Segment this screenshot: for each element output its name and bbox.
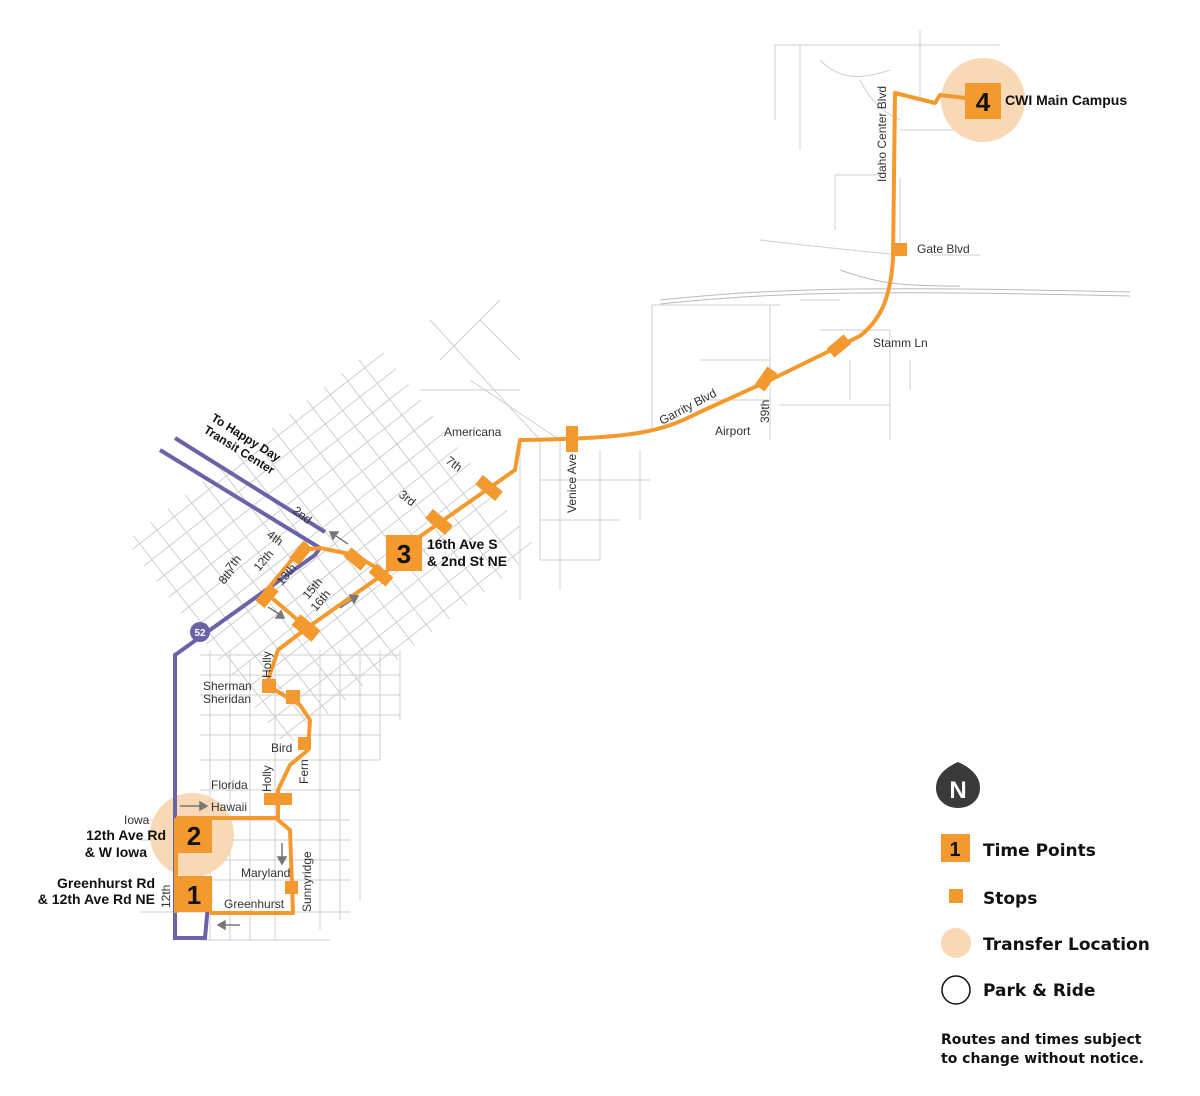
street-iowa: Iowa bbox=[124, 813, 150, 827]
route-52-badge: 52 bbox=[190, 622, 210, 642]
legend-stop-swatch bbox=[949, 889, 963, 903]
street-greenhurst: Greenhurst bbox=[224, 897, 285, 911]
connector-label: To Happy Day Transit Center bbox=[201, 411, 283, 478]
street-labels: Idaho Center Blvd Gate Blvd Stamm Ln Gar… bbox=[124, 86, 970, 912]
time-point-1-number: 1 bbox=[187, 880, 201, 910]
street-venice: Venice Ave bbox=[565, 454, 579, 513]
street-hawaii: Hawaii bbox=[211, 800, 247, 814]
legend-transfer-swatch bbox=[941, 928, 971, 958]
stop-16th bbox=[368, 563, 394, 587]
street-sheridan: Sheridan bbox=[203, 692, 251, 706]
legend-time-point-sample: 1 bbox=[949, 839, 960, 861]
street-sherman: Sherman bbox=[203, 679, 252, 693]
stop-2nd bbox=[343, 547, 369, 571]
direction-arrows bbox=[180, 531, 360, 931]
stop-gate-blvd bbox=[893, 243, 907, 256]
stop-sherman bbox=[262, 679, 276, 693]
legend-stops-label: Stops bbox=[983, 889, 1037, 909]
time-point-2-label-line-1: 12th Ave Rd bbox=[86, 827, 166, 843]
arrow-up-right-icon bbox=[348, 594, 360, 605]
street-holly: Holly bbox=[260, 651, 274, 678]
time-point-1: 1 Greenhurst Rd & 12th Ave Rd NE bbox=[38, 875, 212, 912]
street-grid bbox=[131, 30, 1131, 941]
legend-note-line-1: Routes and times subject bbox=[941, 1032, 1142, 1048]
legend-time-points-label: Time Points bbox=[983, 841, 1096, 861]
compass-icon: N bbox=[936, 762, 980, 808]
street-idaho-center: Idaho Center Blvd bbox=[875, 86, 889, 182]
legend-transfer-label: Transfer Location bbox=[983, 935, 1150, 955]
stop-7th bbox=[475, 475, 503, 501]
street-gate: Gate Blvd bbox=[917, 242, 970, 256]
time-point-3-number: 3 bbox=[397, 539, 411, 569]
street-39th: 39th bbox=[758, 400, 772, 423]
legend: N 1 Time Points Stops Transfer Location … bbox=[936, 762, 1150, 1067]
stop-sunnyridge bbox=[285, 881, 298, 894]
street-fern: Fern bbox=[297, 759, 311, 784]
time-point-3: 3 16th Ave S & 2nd St NE bbox=[386, 535, 507, 571]
street-12th-south: 12th bbox=[159, 885, 173, 908]
time-point-4-label: CWI Main Campus bbox=[1005, 92, 1127, 108]
street-airport: Airport bbox=[715, 424, 751, 438]
time-point-1-label-line-2: & 12th Ave Rd NE bbox=[38, 891, 155, 907]
stop-venice-ave bbox=[566, 426, 578, 452]
time-point-2: 2 12th Ave Rd & W Iowa bbox=[85, 817, 212, 860]
time-point-4-number: 4 bbox=[976, 87, 991, 117]
legend-park-ride-label: Park & Ride bbox=[983, 981, 1095, 1001]
time-point-4: 4 CWI Main Campus bbox=[965, 83, 1127, 119]
arrow-left-icon bbox=[216, 919, 226, 931]
street-americana: Americana bbox=[444, 425, 502, 439]
street-florida: Florida bbox=[211, 778, 248, 792]
stop-stamm-ln bbox=[826, 334, 852, 358]
street-stamm: Stamm Ln bbox=[873, 336, 928, 350]
time-point-2-label-line-2: & W Iowa bbox=[85, 844, 147, 860]
time-point-3-label-line-2: & 2nd St NE bbox=[427, 553, 507, 569]
street-sunnyridge: Sunnyridge bbox=[300, 851, 314, 912]
time-point-1-label-line-1: Greenhurst Rd bbox=[57, 875, 155, 891]
arrow-down-right-icon bbox=[274, 609, 286, 619]
stop-39th bbox=[754, 366, 778, 392]
arrow-right-icon bbox=[199, 800, 209, 812]
arrow-down-icon bbox=[276, 856, 288, 866]
stop-12th bbox=[255, 583, 279, 609]
legend-time-point-swatch bbox=[941, 834, 970, 862]
stop-sheridan bbox=[286, 690, 300, 704]
time-point-3-label-line-1: 16th Ave S bbox=[427, 536, 498, 552]
arrow-up-left-icon bbox=[328, 531, 340, 541]
street-12th: 12th bbox=[251, 547, 277, 574]
stop-bird bbox=[298, 737, 311, 750]
street-bird: Bird bbox=[271, 741, 292, 755]
stops bbox=[255, 243, 907, 894]
compass-letter: N bbox=[949, 777, 966, 804]
street-holly-south: Holly bbox=[260, 765, 274, 792]
stop-15th bbox=[291, 614, 321, 642]
time-point-2-number: 2 bbox=[187, 821, 201, 851]
stop-florida bbox=[264, 793, 292, 805]
stop-3rd bbox=[425, 509, 453, 535]
legend-park-ride-swatch bbox=[941, 975, 971, 1005]
stop-4th bbox=[289, 540, 313, 566]
route-52-badge-label: 52 bbox=[194, 628, 206, 639]
street-maryland: Maryland bbox=[241, 866, 290, 880]
legend-note-line-2: to change without notice. bbox=[941, 1051, 1144, 1067]
